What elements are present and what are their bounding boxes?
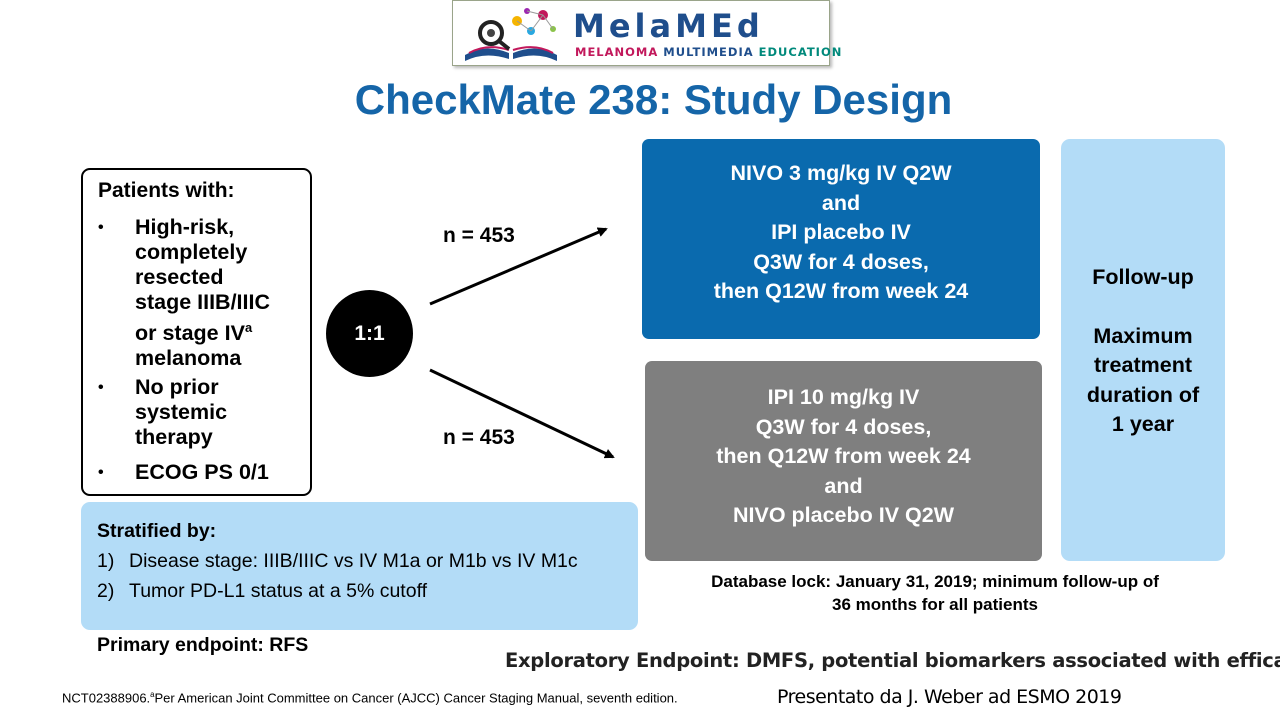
melamed-logo: MelaMEd MELANOMA MULTIMEDIA EDUCATION	[452, 0, 841, 66]
logo-tagline: MELANOMA MULTIMEDIA EDUCATION	[575, 45, 843, 59]
presenter-credit: Presentato da J. Weber ad ESMO 2019	[777, 686, 1122, 708]
database-lock-note: Database lock: January 31, 2019; minimum…	[711, 572, 1159, 614]
arrow-to-ipi-arm	[429, 368, 615, 459]
followup-heading: Follow-up	[1092, 265, 1194, 289]
randomization-ratio-circle: 1:1	[326, 290, 413, 377]
slide-title: CheckMate 238: Study Design	[354, 76, 953, 123]
footnote: NCT02388906.aPer American Joint Committe…	[62, 690, 678, 706]
book-magnifier-icon	[465, 8, 557, 61]
patients-box: Patients with: • High-risk, completely r…	[81, 168, 312, 496]
primary-endpoint: Primary endpoint: RFS	[97, 634, 309, 656]
stratification-heading: Stratified by:	[97, 520, 217, 542]
arrow-to-nivo-arm	[429, 227, 608, 306]
stratification-item: 1)Disease stage: IIIB/IIIC vs IV M1a or …	[97, 550, 578, 572]
logo-wordmark: MelaMEd	[573, 7, 764, 45]
arm1-n-label: n = 453	[443, 224, 515, 247]
stratification-item: 2)Tumor PD-L1 status at a 5% cutoff	[97, 580, 428, 602]
followup-box: Follow-up Maximum treatment duration of …	[1061, 139, 1225, 561]
exploratory-endpoint: Exploratory Endpoint: DMFS, potential bi…	[505, 649, 1280, 672]
arm2-n-label: n = 453	[443, 426, 515, 449]
patients-heading: Patients with:	[98, 179, 235, 202]
nivo-arm-box: NIVO 3 mg/kg IV Q2W and IPI placebo IV Q…	[642, 139, 1040, 339]
ipi-arm-box: IPI 10 mg/kg IV Q3W for 4 doses, then Q1…	[645, 361, 1042, 561]
stratification-box: Stratified by: 1)Disease stage: IIIB/III…	[81, 502, 638, 630]
